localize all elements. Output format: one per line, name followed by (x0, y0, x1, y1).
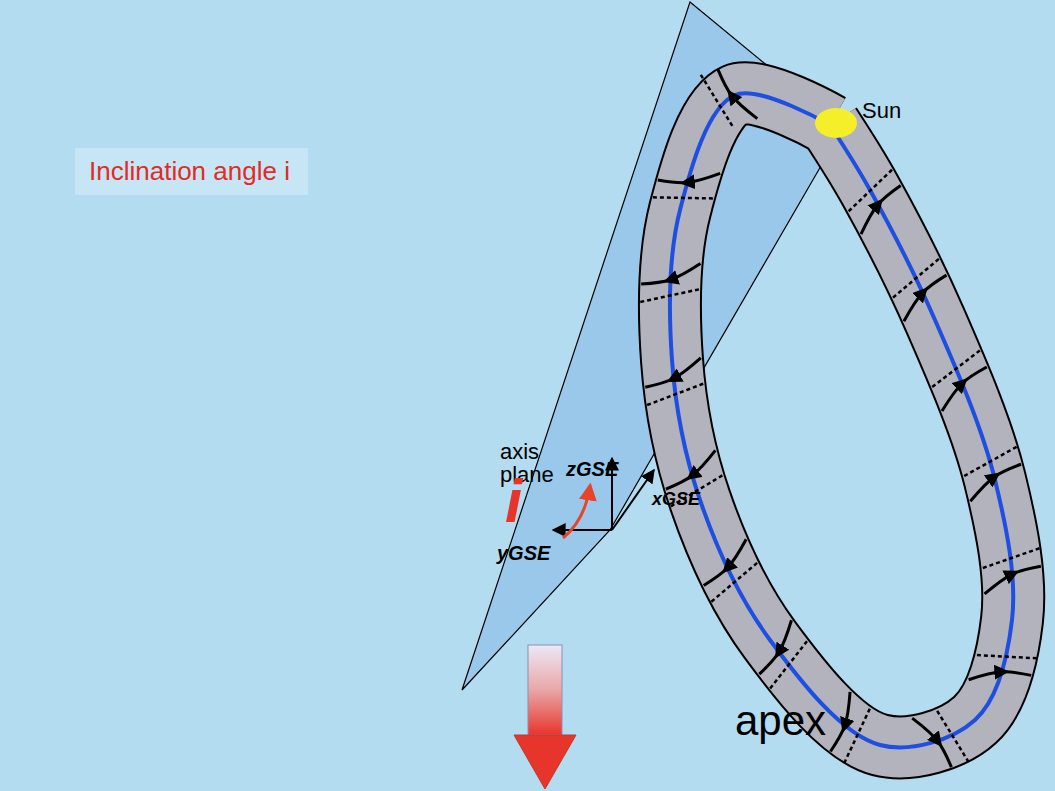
sun-label: Sun (862, 100, 901, 122)
axis-label: xGSE (652, 490, 700, 508)
down-arrow-head (514, 735, 576, 789)
field-line-back (849, 170, 892, 212)
field-line-back (964, 447, 1017, 476)
field-line (645, 358, 701, 387)
field-line-back (977, 655, 1037, 658)
x-axis (612, 470, 654, 530)
field-line-back (937, 711, 969, 762)
field-line (641, 263, 700, 284)
angle-arrow (563, 486, 590, 538)
title-box: Inclination angle i (75, 148, 308, 195)
field-line-back (701, 75, 733, 126)
heading-text: Inclination angle i (89, 156, 294, 187)
field-line-back (647, 384, 703, 405)
field-line-back (640, 289, 699, 302)
field-line-back (893, 259, 939, 298)
field-line-back (653, 197, 713, 198)
flux-rope (640, 70, 1041, 768)
axis-label: zGSE (566, 459, 618, 479)
field-line (831, 692, 851, 752)
rope-body (670, 93, 1013, 747)
angle-symbol: i (505, 470, 522, 532)
field-line-back (770, 641, 807, 688)
field-line-back (844, 709, 870, 763)
y-axis (553, 529, 612, 531)
field-line (759, 620, 791, 674)
axis-label: yGSE (497, 543, 550, 563)
field-line-back (983, 548, 1040, 568)
field-line (969, 672, 1032, 680)
rope-axis (670, 93, 1013, 747)
field-line (658, 173, 720, 182)
field-line-back (932, 350, 980, 387)
field-line (970, 464, 1021, 501)
sun (815, 108, 857, 138)
down-arrow (528, 645, 562, 735)
field-line-back (711, 563, 757, 602)
apex-label: apex (735, 700, 826, 742)
rope-outline (670, 93, 1013, 747)
field-line (985, 566, 1041, 594)
field-line (861, 185, 901, 234)
